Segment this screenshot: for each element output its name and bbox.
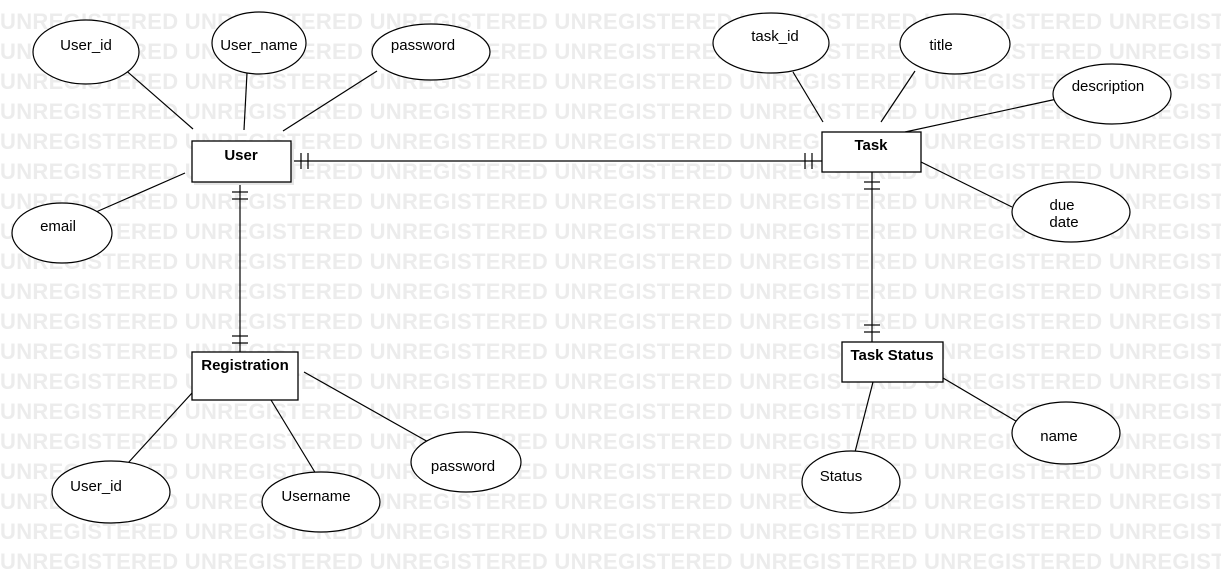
attribute-label: User_name <box>220 37 298 54</box>
connector-task-taskid <box>792 71 824 123</box>
attribute-status-status[interactable]: Status <box>801 450 901 514</box>
connector-user-username <box>243 72 248 131</box>
attribute-user-email[interactable]: email <box>11 202 113 264</box>
attribute-label: title <box>929 37 952 54</box>
attribute-registration-userid[interactable]: User_id <box>51 460 171 524</box>
attribute-task-description[interactable]: description <box>1052 63 1172 125</box>
connector-status-name <box>942 377 1022 425</box>
attribute-label: password <box>431 458 495 475</box>
attribute-task-taskid[interactable]: task_id <box>712 12 830 74</box>
attribute-registration-username[interactable]: Username <box>261 471 381 533</box>
attribute-label: Status <box>820 468 863 485</box>
connector-registration-username <box>270 399 317 475</box>
attribute-task-title[interactable]: title <box>899 13 1011 75</box>
connector-status-status <box>854 381 874 453</box>
attribute-status-name[interactable]: name <box>1011 401 1121 465</box>
attribute-task-duedate[interactable]: due date <box>1011 181 1131 243</box>
connector-registration-userid <box>127 392 193 464</box>
attribute-label: description <box>1072 78 1145 95</box>
attribute-label: email <box>40 218 76 235</box>
attribute-label-line1: due <box>1049 197 1074 214</box>
connector-task-description <box>904 98 1058 133</box>
entity-registration-label: Registration <box>201 357 289 374</box>
attribute-user-userid[interactable]: User_id <box>32 19 140 85</box>
attribute-label: task_id <box>751 28 799 45</box>
connector-registration-password <box>303 371 431 444</box>
attribute-label: name <box>1040 428 1078 445</box>
attribute-label: User_id <box>70 478 122 495</box>
attribute-user-username[interactable]: User_name <box>211 11 307 75</box>
entity-task[interactable]: Task <box>821 131 922 173</box>
connector-task-duedate <box>920 161 1013 208</box>
entity-task-label: Task <box>854 137 888 154</box>
entity-task-status-label: Task Status <box>850 347 933 364</box>
entity-task-status[interactable]: Task Status <box>841 341 944 383</box>
connector-task-title <box>880 70 916 123</box>
attribute-label-line2: date <box>1049 214 1078 231</box>
attribute-registration-password[interactable]: password <box>410 431 522 493</box>
connector-user-password <box>282 70 378 132</box>
entity-user[interactable]: User <box>191 140 294 185</box>
attribute-label: User_id <box>60 37 112 54</box>
attribute-label: password <box>391 37 455 54</box>
attribute-user-password[interactable]: password <box>371 23 491 81</box>
connector-user-userid <box>121 66 194 130</box>
connector-user-email <box>95 172 186 213</box>
entity-user-label: User <box>224 147 258 164</box>
attribute-label: Username <box>281 488 350 505</box>
entity-registration[interactable]: Registration <box>191 351 299 401</box>
